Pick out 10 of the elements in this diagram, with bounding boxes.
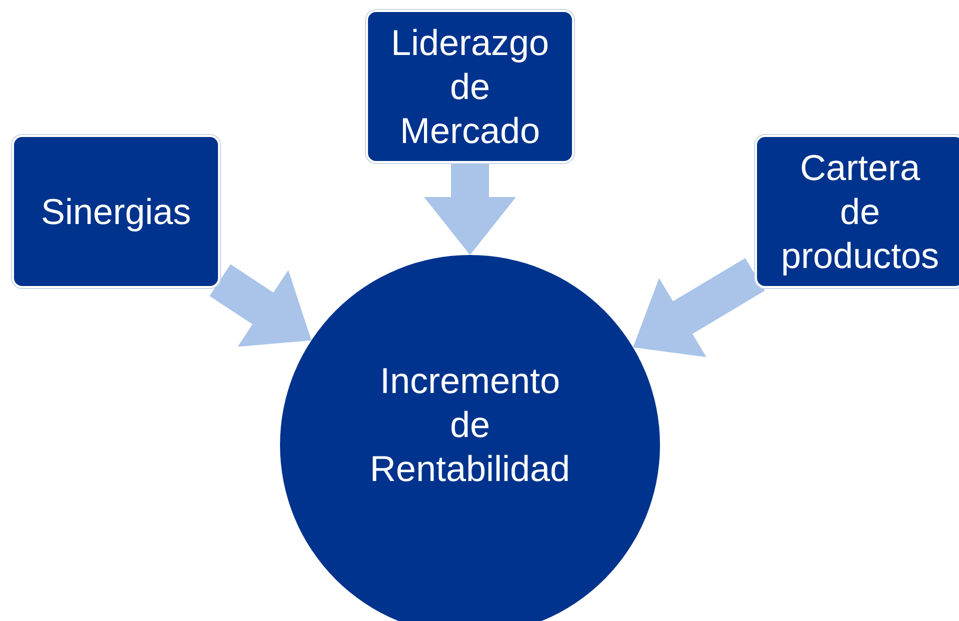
block-arrow — [424, 163, 516, 255]
node-label: Cartera de productos — [780, 146, 940, 278]
block-arrow — [210, 264, 312, 347]
process-box — [366, 10, 574, 163]
block-arrow — [633, 258, 765, 358]
node-label: Incremento de Rentabilidad — [370, 359, 570, 491]
node-label: Sinergias — [40, 190, 192, 234]
node-label: Liderazgo de Mercado — [390, 20, 550, 152]
process-box — [755, 135, 959, 288]
process-box — [12, 135, 220, 288]
